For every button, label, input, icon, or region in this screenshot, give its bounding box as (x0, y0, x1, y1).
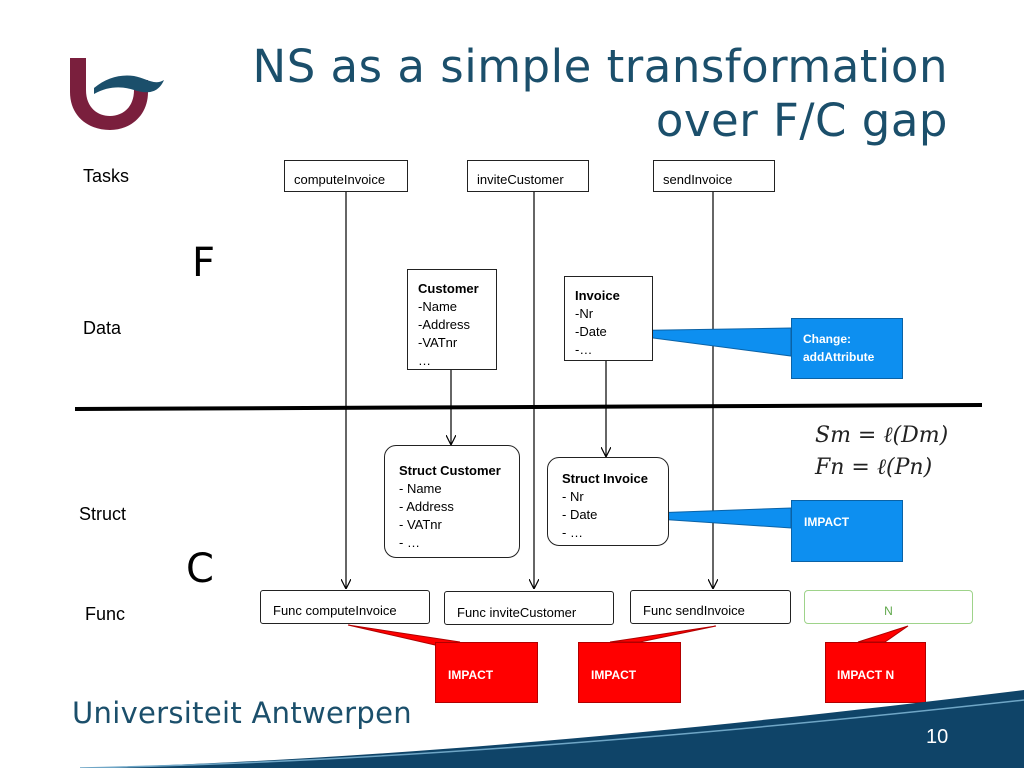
data-customer: Customer -Name -Address -VATnr … (407, 269, 497, 370)
footer-band (79, 690, 1024, 768)
struct-invoice-attr: - … (562, 525, 583, 540)
impact-func2-callout-pointer (609, 625, 717, 643)
data-invoice: Invoice -Nr -Date -… (564, 276, 653, 361)
data-customer-attr: -VATnr (418, 335, 458, 350)
struct-invoice-attr: - Date (562, 507, 598, 522)
impact-struct-callout: IMPACT (791, 500, 903, 562)
formula-block: Sm = ℓ(Dm) Fn = ℓ(Pn) (815, 420, 948, 484)
func-invite-customer: Func inviteCustomer (444, 591, 614, 625)
func-n: N (804, 590, 973, 624)
data-invoice-name: Invoice (575, 288, 620, 303)
impact-func1-callout: IMPACT (435, 642, 538, 703)
struct-customer-attr: - VATnr (399, 517, 442, 532)
task-invite-customer: inviteCustomer (467, 160, 589, 192)
struct-invoice-attr: - Nr (562, 489, 584, 504)
data-invoice-attr: -Nr (575, 306, 594, 321)
formula-line-2: Fn = ℓ(Pn) (815, 455, 933, 480)
formula-line-1: Sm = ℓ(Dm) (815, 423, 949, 448)
row-label-func: Func (85, 604, 126, 624)
change-callout: Change: addAttribute (791, 318, 903, 379)
impact-func2-callout: IMPACT (578, 642, 681, 703)
row-label-struct: Struct (79, 504, 127, 524)
struct-customer-attr: - Name (399, 481, 442, 496)
region-label-c: C (186, 546, 214, 592)
data-customer-attr: -Address (418, 317, 471, 332)
struct-invoice-name: Struct Invoice (562, 471, 648, 486)
struct-customer-attr: - … (399, 535, 420, 550)
struct-customer: Struct Customer - Name - Address - VATnr… (384, 445, 520, 558)
task-compute-invoice: computeInvoice (284, 160, 408, 192)
data-customer-name: Customer (418, 281, 479, 296)
university-logo (70, 58, 164, 130)
page-number: 10 (926, 726, 949, 748)
data-invoice-attr: -Date (575, 324, 607, 339)
university-name: Universiteit Antwerpen (72, 696, 412, 730)
region-label-f: F (192, 240, 216, 286)
struct-customer-attr: - Address (399, 499, 454, 514)
data-customer-attr: -Name (418, 299, 458, 314)
task-send-invoice: sendInvoice (653, 160, 775, 192)
data-invoice-attr: -… (575, 342, 593, 357)
impact-n-callout: IMPACT N (825, 642, 926, 703)
f-c-divider (74, 403, 983, 411)
impact-n-callout-pointer (857, 625, 909, 643)
slide-title: NS as a simple transformation over F/C g… (252, 40, 948, 147)
row-label-data: Data (83, 318, 122, 338)
row-label-tasks: Tasks (83, 166, 130, 186)
struct-customer-name: Struct Customer (399, 463, 501, 478)
data-customer-attr: … (418, 353, 431, 368)
func-compute-invoice: Func computeInvoice (260, 590, 430, 624)
func-send-invoice: Func sendInvoice (630, 590, 791, 624)
struct-invoice: Struct Invoice - Nr - Date - … (547, 457, 669, 546)
